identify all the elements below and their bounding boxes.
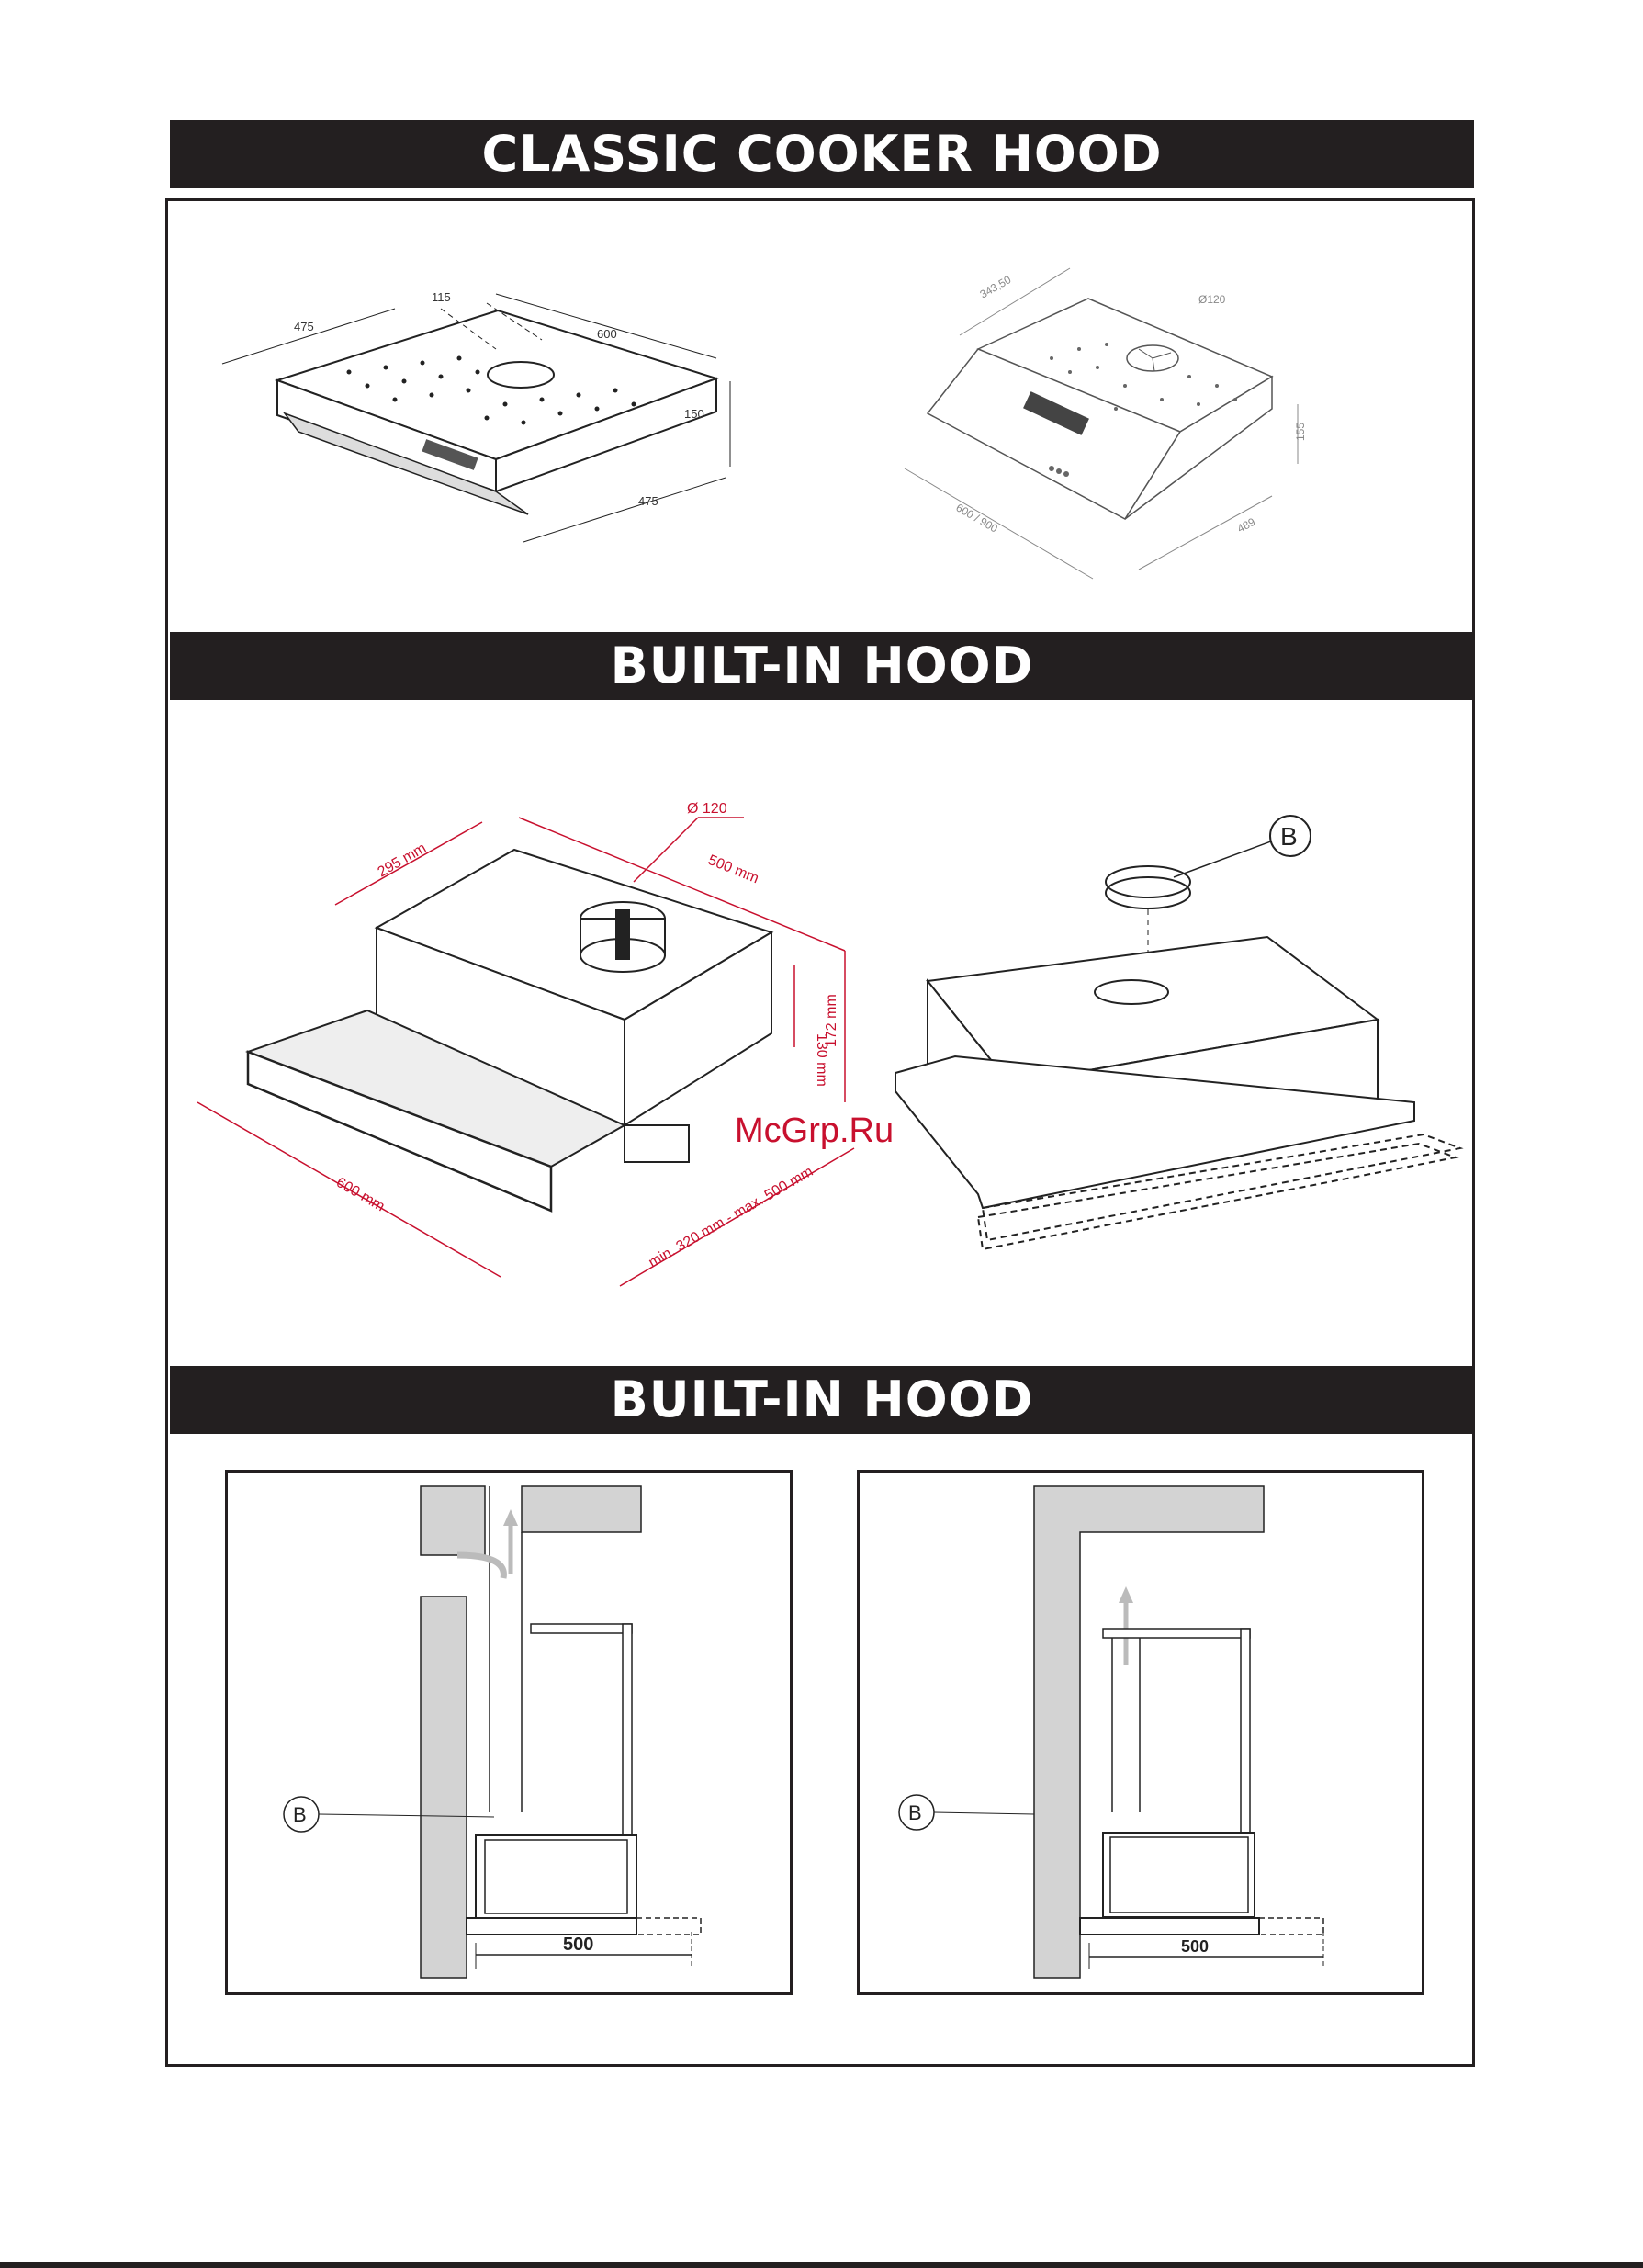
- dimension-500: 500: [563, 1935, 593, 1955]
- part-b-label: B: [908, 1801, 922, 1824]
- dim-height: 150: [684, 407, 704, 421]
- dim-width: 600: [597, 327, 617, 341]
- installation-panel-2: 500 B: [857, 1470, 1424, 1995]
- dim-height-b: 172 mm: [824, 994, 839, 1047]
- dimension-500: 500: [1181, 1937, 1209, 1956]
- section-title-classic: CLASSIC COOKER HOOD: [170, 120, 1474, 188]
- classic-hood-drawing-right: 343,50 Ø120 155 600 / 900 489: [886, 257, 1327, 588]
- part-b-label: B: [1280, 822, 1298, 851]
- dim-height: 155: [1294, 423, 1307, 441]
- dim-depth-b: 475: [638, 494, 658, 508]
- installation-panel-1: 500 B: [225, 1470, 793, 1995]
- dim-front: 600 mm: [333, 1175, 388, 1215]
- builtin-hood-dimension-drawing: 295 mm 500 mm Ø 120 130 mm 172 mm 600 mm…: [184, 781, 900, 1295]
- dim-bottom: 489: [1235, 515, 1258, 536]
- part-b-label: B: [293, 1803, 307, 1826]
- dim-cabinet: min. 320 mm - max. 500 mm: [647, 1164, 816, 1271]
- dim-top: 115: [432, 290, 451, 304]
- dim-depth: 295 mm: [376, 841, 430, 881]
- section-title-builtin-2: BUILT-IN HOOD: [170, 1366, 1474, 1434]
- watermark: McGrp.Ru: [735, 1111, 894, 1151]
- dim-duct: Ø120: [1198, 293, 1226, 306]
- builtin-hood-exploded-drawing: B: [882, 799, 1479, 1268]
- page-bottom-rule: [0, 2262, 1643, 2268]
- dim-width: 600 / 900: [954, 501, 1001, 535]
- dim-duct: Ø 120: [687, 801, 727, 817]
- dim-depth-a: 475: [294, 320, 314, 333]
- classic-hood-drawing-left: 475 115 600 150 475: [211, 276, 762, 551]
- section-title-builtin-1: BUILT-IN HOOD: [170, 632, 1474, 700]
- dim-depth: 343,50: [978, 273, 1014, 301]
- dim-width-top: 500 mm: [706, 852, 761, 886]
